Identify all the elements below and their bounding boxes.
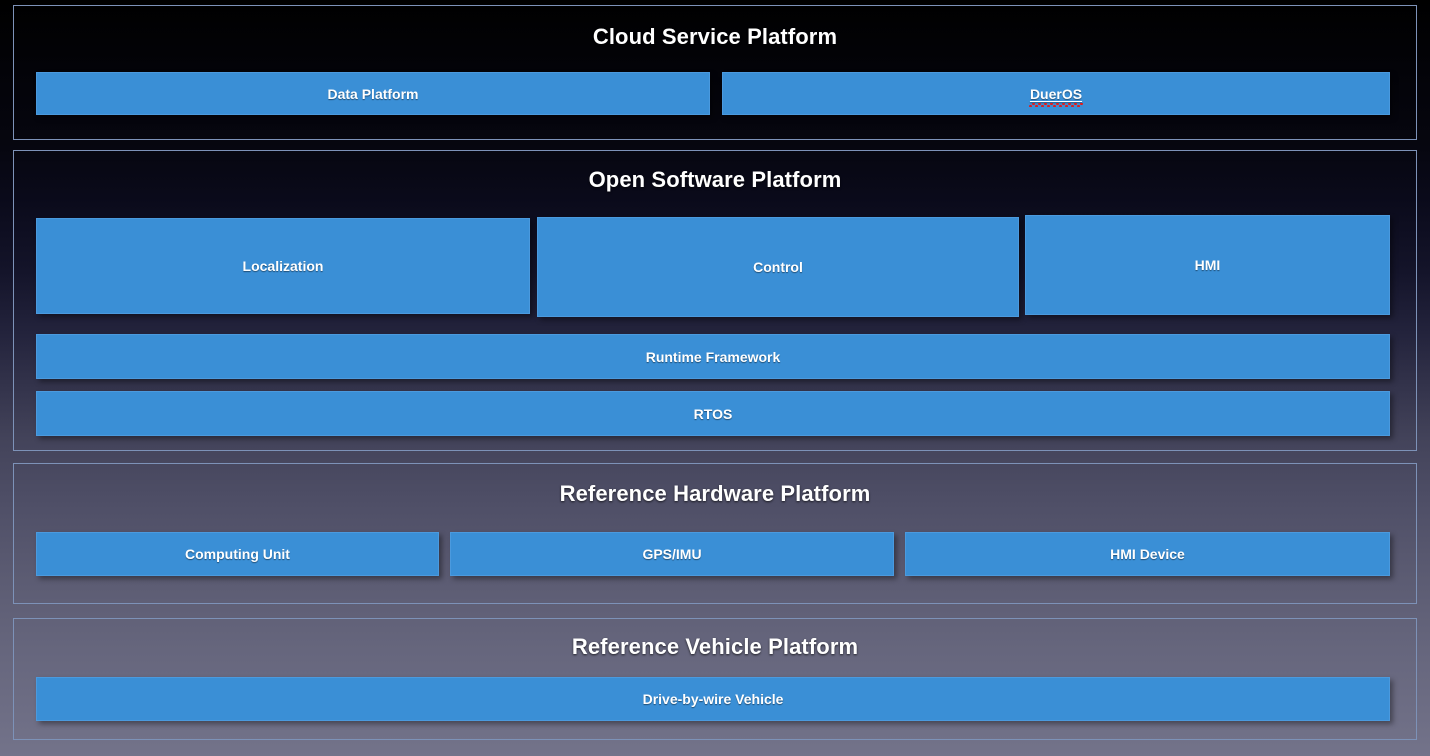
- box-label-data-platform: Data Platform: [327, 85, 419, 102]
- section-reference-vehicle-platform: Reference Vehicle Platform Drive-by-wire…: [13, 618, 1417, 740]
- box-localization[interactable]: Localization: [36, 218, 530, 314]
- box-hmi-device[interactable]: HMI Device: [905, 532, 1390, 576]
- box-drive-by-wire-vehicle[interactable]: Drive-by-wire Vehicle: [36, 677, 1390, 721]
- section-title-reference-vehicle-platform: Reference Vehicle Platform: [571, 634, 859, 659]
- box-hmi[interactable]: HMI: [1025, 215, 1390, 315]
- box-runtime-framework[interactable]: Runtime Framework: [36, 334, 1390, 379]
- box-label-runtime-framework: Runtime Framework: [645, 348, 781, 365]
- section-title-cloud-service-platform: Cloud Service Platform: [592, 24, 838, 49]
- box-label-localization: Localization: [242, 258, 324, 274]
- section-title-reference-hardware-platform: Reference Hardware Platform: [559, 481, 871, 506]
- box-label-hmi-device: HMI Device: [1110, 546, 1185, 562]
- box-label-gps-imu: GPS/IMU: [642, 546, 702, 562]
- box-dueros[interactable]: DuerOS: [722, 72, 1390, 115]
- box-label-computing-unit: Computing Unit: [185, 546, 290, 562]
- box-rtos[interactable]: RTOS: [36, 391, 1390, 436]
- box-gps-imu[interactable]: GPS/IMU: [450, 532, 894, 576]
- section-reference-hardware-platform: Reference Hardware Platform Computing Un…: [13, 463, 1417, 604]
- box-label-hmi: HMI: [1194, 257, 1221, 273]
- box-label-control: Control: [753, 259, 803, 275]
- box-label-rtos: RTOS: [693, 405, 733, 422]
- section-cloud-service-platform: Cloud Service Platform Data Platform Due…: [13, 5, 1417, 140]
- section-open-software-platform: Open Software Platform Localization Cont…: [13, 150, 1417, 451]
- box-computing-unit[interactable]: Computing Unit: [36, 532, 439, 576]
- section-title-open-software-platform: Open Software Platform: [588, 167, 842, 192]
- box-control[interactable]: Control: [537, 217, 1019, 317]
- box-data-platform[interactable]: Data Platform: [36, 72, 710, 115]
- box-label-dueros: DuerOS: [1028, 85, 1084, 107]
- box-label-drive-by-wire-vehicle: Drive-by-wire Vehicle: [642, 691, 784, 707]
